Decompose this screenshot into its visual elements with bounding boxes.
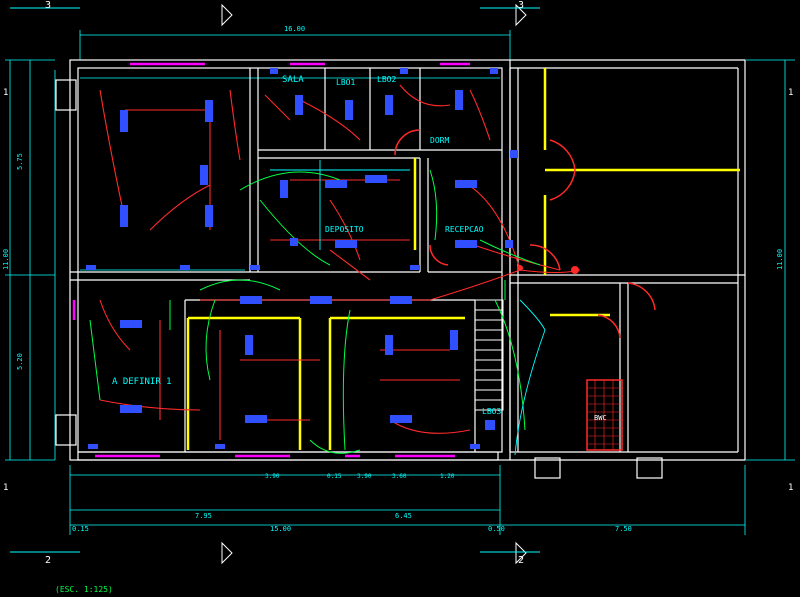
section-marker-bottom-left: 2 — [45, 555, 51, 566]
bwc-box — [586, 379, 623, 451]
section-marker-top-right: 3 — [518, 0, 524, 11]
dim-right-total: 11.00 — [776, 249, 784, 270]
dim-bottom-mid: 0.50 — [488, 525, 505, 533]
stairs — [474, 299, 504, 411]
section-marker-top-left: 3 — [45, 0, 51, 11]
dim-left-upper: 5.75 — [16, 153, 24, 170]
distribution-board — [571, 266, 579, 274]
dim-bottom-d: 7.50 — [615, 525, 632, 533]
section-marker-bottom-right: 2 — [518, 555, 524, 566]
room-label-recepcao: RECEPCAO — [445, 225, 484, 234]
section-marker-right-lower: 1 — [788, 483, 793, 493]
dim-bottom-c: 15.00 — [270, 525, 291, 533]
dim-bottom-a: 7.95 — [195, 512, 212, 520]
dim-top-total: 16.00 — [284, 25, 305, 33]
dim-seg5: 1.20 — [440, 473, 455, 480]
room-label-a-definir: A DEFINIR 1 — [112, 377, 172, 387]
section-markers — [10, 3, 540, 565]
section-marker-left-upper: 1 — [3, 88, 8, 98]
section-marker-right-upper: 1 — [788, 88, 793, 98]
cyan-runs — [270, 160, 546, 456]
dim-seg1: 3.90 — [265, 473, 280, 480]
circuit-runs — [99, 84, 581, 440]
conduit-runs — [89, 169, 541, 454]
devices — [120, 90, 495, 430]
dim-bottom-b: 6.45 — [395, 512, 412, 520]
dim-bottom-left: 0.15 — [72, 525, 89, 533]
yellow-walls — [186, 68, 740, 450]
dim-left-total: 11.00 — [2, 249, 10, 270]
scale-note: (ESC. 1:125) — [55, 585, 113, 594]
dim-seg3: 3.90 — [357, 473, 372, 480]
junction — [517, 265, 523, 271]
room-label-deposito: DEPOSITO — [325, 225, 364, 234]
dimension-lines — [5, 30, 795, 535]
room-label-wc1: LBO1 — [336, 78, 355, 87]
dim-seg2: 0.15 — [327, 473, 342, 480]
room-label-wc2: LBO2 — [377, 75, 396, 84]
doors — [394, 129, 656, 339]
room-label-bwc: BWC — [594, 414, 607, 422]
walls — [55, 59, 746, 479]
section-marker-left-lower: 1 — [3, 483, 8, 493]
outlets — [86, 68, 518, 449]
windows — [72, 62, 470, 458]
dim-left-lower: 5.20 — [16, 353, 24, 370]
room-label-dorm: DORM — [430, 136, 449, 145]
dim-seg4: 3.60 — [392, 473, 407, 480]
room-label-wc3: LBO3 — [482, 407, 501, 416]
room-label-sala: SALA — [282, 75, 304, 85]
